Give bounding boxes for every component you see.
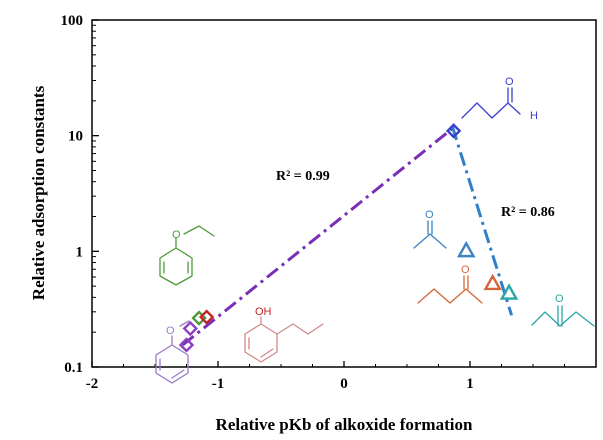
molecule-anisole: O — [155, 320, 190, 384]
diamond-point — [198, 309, 215, 325]
molecule-butanal: O H — [461, 76, 538, 122]
triangle-point — [483, 273, 502, 291]
x-axis: -2 -1 0 1 — [86, 361, 597, 392]
plot-area — [91, 19, 597, 368]
r2-label-triangle-fit: R² = 0.86 — [501, 205, 555, 220]
y-tick-label: 1 — [76, 244, 84, 260]
molecule-phenetole: O — [159, 225, 215, 286]
phenetole-o-atom: O — [172, 229, 181, 241]
phenetole-ethyl-chain — [183, 225, 215, 237]
butanal-h-atom: H — [530, 110, 538, 122]
anisole-o-atom: O — [166, 325, 175, 337]
butanal-skeleton — [461, 102, 521, 119]
3-pentanone-o-atom: O — [555, 293, 564, 305]
anisole-methyl-bond — [179, 320, 190, 327]
y-axis-label: Relative adsorption constants — [29, 85, 48, 300]
fit-line-1 — [450, 126, 514, 316]
x-tick-label: -1 — [212, 376, 225, 392]
molecule-3-pentanone: O — [531, 293, 595, 327]
y-tick-label: 0.1 — [64, 360, 83, 376]
y-axis: 0.1 1 10 100 — [61, 13, 99, 376]
3-pentanone-skeleton — [531, 311, 595, 327]
fit-lines — [181, 125, 514, 347]
molecule-acetone: O — [413, 209, 447, 249]
y-tick-label: 10 — [68, 129, 83, 145]
diamond-point — [178, 337, 195, 353]
triangle-point — [456, 240, 476, 258]
x-tick-label: -2 — [86, 376, 99, 392]
acetone-skeleton — [413, 233, 447, 249]
anisole-ring — [155, 344, 189, 384]
2-pentanone-skeleton — [417, 288, 483, 304]
triangle-point — [499, 283, 519, 300]
data-markers — [178, 123, 519, 353]
x-tick-label: 1 — [466, 376, 474, 392]
propylphenol-ring-bond-2 — [260, 348, 274, 358]
molecule-2-pentanone: O — [417, 264, 483, 304]
y-tick-label: 100 — [61, 13, 84, 29]
butanal-o-atom: O — [505, 76, 514, 88]
acetone-o-atom: O — [425, 209, 434, 221]
anisole-ring-bond-2 — [171, 369, 185, 379]
x-axis-label: Relative pKb of alkoxide formation — [216, 415, 473, 434]
diamond-point — [445, 123, 462, 139]
phenetole-ring — [159, 247, 193, 286]
propylphenol-propyl-chain — [276, 323, 324, 335]
molecule-propylphenol: OH — [244, 306, 324, 363]
x-tick-label: 0 — [340, 376, 348, 392]
r2-label-diamond-fit: R² = 0.99 — [276, 169, 330, 184]
2-pentanone-o-atom: O — [461, 264, 470, 276]
fit-line-0 — [181, 125, 456, 347]
propylphenol-oh-atom: OH — [255, 306, 272, 318]
diamond-point — [182, 320, 198, 337]
